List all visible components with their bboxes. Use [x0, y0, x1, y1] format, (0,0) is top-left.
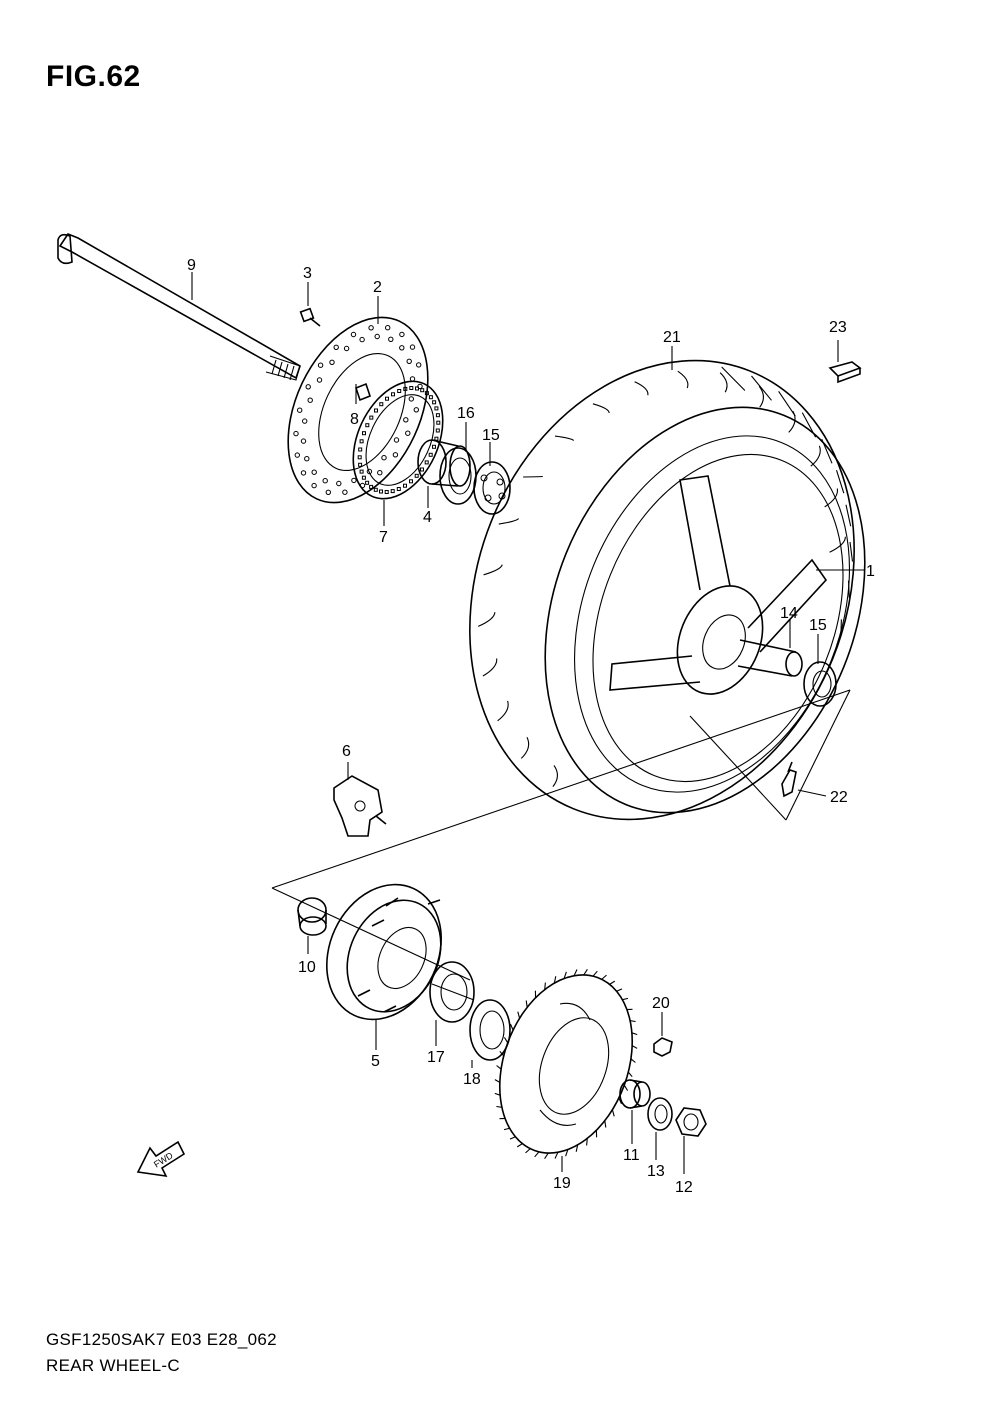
callout-21: 21	[663, 329, 681, 346]
callout-20: 20	[652, 995, 670, 1012]
assembly-line	[271, 689, 851, 981]
model-code: GSF1250SAK7 E03 E28_062	[46, 1330, 277, 1349]
callout-19: 19	[553, 1175, 571, 1192]
callout-2: 2	[373, 279, 382, 296]
callout-17: 17	[427, 1049, 445, 1066]
callout-15-left: 15	[482, 427, 500, 444]
disc-bolt-part	[299, 307, 321, 327]
callout-18: 18	[463, 1071, 481, 1088]
bearing-part-right	[803, 661, 837, 707]
section-name: REAR WHEEL-C	[46, 1356, 180, 1375]
spacer-part-11	[619, 1079, 651, 1109]
axle-nut-part	[675, 1107, 707, 1137]
washer-part	[647, 1097, 673, 1131]
damper-part	[297, 897, 327, 936]
valve-part	[781, 761, 797, 798]
callout-9: 9	[187, 257, 196, 274]
callout-11: 11	[623, 1147, 640, 1164]
tire-wheel-part	[469, 359, 866, 821]
callout-8: 8	[350, 411, 359, 428]
callout-3: 3	[303, 265, 312, 282]
brake-disc-part	[287, 316, 429, 504]
sprocket-nut-part	[653, 1037, 673, 1057]
callout-15-right: 15	[809, 617, 827, 634]
sprocket-mount-part	[326, 883, 442, 1021]
callout-22: 22	[830, 789, 848, 806]
callout-4: 4	[423, 509, 432, 526]
callout-6: 6	[342, 743, 351, 760]
callout-13: 13	[647, 1163, 665, 1180]
bearing-part-17	[429, 961, 475, 1023]
callout-10: 10	[298, 959, 316, 976]
callout-16: 16	[457, 405, 475, 422]
oil-seal-part-18	[469, 999, 511, 1061]
axle-part	[57, 233, 301, 381]
leader-lines	[191, 272, 864, 1174]
sensor-ring-part	[352, 380, 444, 500]
forward-arrow-icon: FWD	[136, 1140, 186, 1178]
callout-12: 12	[675, 1179, 693, 1196]
bearing-part-left	[473, 461, 511, 515]
oil-seal-part	[439, 447, 477, 505]
caliper-bracket-part	[333, 775, 387, 837]
balance-weight-part	[828, 361, 862, 384]
callout-7: 7	[379, 529, 388, 546]
spacer-part	[417, 439, 471, 487]
callout-1: 1	[866, 563, 875, 580]
callout-14: 14	[780, 605, 798, 622]
sprocket-part	[494, 969, 638, 1159]
callout-23: 23	[829, 319, 847, 336]
callout-5: 5	[371, 1053, 380, 1070]
figure-title: FIG.62	[46, 60, 141, 93]
